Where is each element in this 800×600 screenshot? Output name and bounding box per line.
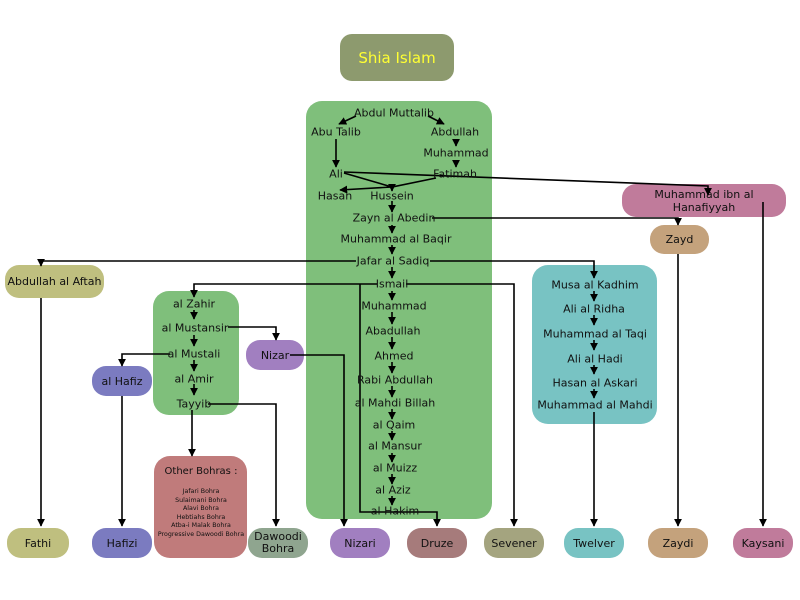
- node-fatimah: Fatimah: [433, 167, 477, 181]
- other-bohras-heading: Other Bohras :: [164, 466, 238, 477]
- edge-nizar-nizari: [290, 354, 348, 527]
- sect-hafizi: Hafizi: [92, 528, 152, 558]
- sect-fathi-label: Fathi: [24, 536, 52, 550]
- node-musa-al-kadhim: Musa al Kadhim: [551, 278, 639, 292]
- node-jafar-al-sadiq: Jafar al Sadiq: [356, 254, 430, 268]
- sect-zaydi: Zaydi: [648, 528, 708, 558]
- sect-zaydi-label: Zaydi: [662, 536, 694, 550]
- sect-hafizi-label: Hafizi: [106, 536, 138, 550]
- sect-twelver-label: Twelver: [573, 536, 615, 550]
- node-ahmed: Ahmed: [374, 349, 414, 363]
- sect-kaysani-label: Kaysani: [741, 536, 785, 550]
- edge-muttalib-abdullah: [427, 115, 445, 125]
- node-muhammad-al-taqi: Muhammad al Taqi: [543, 327, 647, 341]
- node-al-mansur: al Mansur: [368, 439, 422, 453]
- node-al-hakim: al Hakim: [370, 504, 420, 518]
- sect-druze: Druze: [407, 528, 467, 558]
- node-hasan-al-askari: Hasan al Askari: [552, 376, 638, 390]
- node-rabi-abdullah: Rabi Abdullah: [357, 373, 433, 387]
- other-bohras-list: Jafari Bohra Sulaimani Bohra Alavi Bohra…: [155, 488, 247, 540]
- sect-dawoodi-label-line2: Bohra: [261, 542, 295, 555]
- edge-ismail-sevener: [406, 283, 518, 527]
- node-al-amir: al Amir: [174, 372, 214, 386]
- edge-sadiq-kadhim: [430, 260, 598, 279]
- edge-ismail-zahir: [190, 283, 377, 298]
- node-hussein: Hussein: [370, 189, 414, 203]
- aftah-node: Abdullah al Aftah: [5, 265, 104, 298]
- sect-druze-label: Druze: [420, 536, 454, 550]
- node-abadullah: Abadullah: [365, 324, 421, 338]
- node-al-aziz: al Aziz: [375, 483, 411, 497]
- edge-to-hasan: [339, 185, 393, 194]
- sect-dawoodi-bohra: Dawoodi Bohra: [248, 528, 308, 558]
- central-lineage-box: [306, 101, 492, 519]
- sect-fathi: Fathi: [7, 528, 69, 558]
- sect-dawoodi-label-line1: Dawoodi: [254, 530, 302, 543]
- node-muhammad-2: Muhammad: [361, 299, 427, 313]
- node-ali: Ali: [329, 167, 343, 181]
- node-muhammad-al-baqir: Muhammad al Baqir: [340, 232, 452, 246]
- sect-sevener: Sevener: [484, 528, 544, 558]
- node-al-muizz: al Muizz: [372, 461, 418, 475]
- bohra-item: Sulaimani Bohra: [175, 496, 227, 504]
- aftah-label: Abdullah al Aftah: [7, 275, 102, 288]
- node-hasan: Hasan: [317, 189, 353, 203]
- diagram-title: Shia Islam: [358, 48, 436, 67]
- node-zayn-al-abedin: Zayn al Abedin: [352, 211, 436, 225]
- node-ali-al-hadi: Ali al Hadi: [567, 352, 623, 366]
- bohra-item: Hebtiahs Bohra: [176, 513, 226, 521]
- edge-muttalib-abutalib: [338, 115, 357, 125]
- edge-sadiq-aftah: [37, 258, 356, 267]
- other-bohras-box: [154, 456, 247, 558]
- nizar-label: Nizar: [260, 348, 290, 362]
- edge-mustansir-nizar: [228, 326, 280, 341]
- node-ali-al-ridha: Ali al Ridha: [563, 302, 625, 316]
- bohra-item: Atba-i Malak Bohra: [171, 522, 231, 530]
- node-tayyib: Tayyib: [176, 397, 212, 411]
- sect-kaysani: Kaysani: [733, 528, 793, 558]
- node-muhammad: Muhammad: [423, 146, 489, 160]
- node-al-zahir: al Zahir: [172, 297, 216, 311]
- node-al-mustansir: al Mustansir: [161, 321, 229, 335]
- node-abu-talib: Abu Talib: [311, 125, 361, 139]
- zayd-label: Zayd: [665, 233, 694, 246]
- node-al-mustali: al Mustali: [167, 347, 221, 361]
- zayd-node: Zayd: [650, 225, 709, 254]
- hafiz-node: al Hafiz: [92, 366, 152, 396]
- node-abdullah: Abdullah: [430, 125, 480, 139]
- bohra-item: Progressive Dawoodi Bohra: [157, 530, 245, 538]
- sect-twelver: Twelver: [564, 528, 624, 558]
- node-al-mahdi-billah: al Mahdi Billah: [354, 396, 436, 410]
- hanafiyyah-label: Muhammad ibn al Hanafiyyah: [654, 187, 754, 214]
- node-abdul-muttalib: Abdul Muttalib: [354, 106, 434, 120]
- node-ismail: Ismail: [375, 277, 409, 291]
- sect-nizari: Nizari: [330, 528, 390, 558]
- edge-ali-hanafiyyah: [343, 171, 712, 196]
- bohra-item: Alavi Bohra: [182, 505, 219, 513]
- edge-mustali-hafiz: [118, 353, 170, 367]
- node-muhammad-al-mahdi: Muhammad al Mahdi: [537, 398, 653, 412]
- node-al-qaim: al Qaim: [372, 418, 416, 432]
- title-box: Shia Islam: [340, 34, 454, 81]
- hafiz-label: al Hafiz: [101, 374, 143, 388]
- edge-hakim-druze: [359, 284, 441, 527]
- bohra-item: Jafari Bohra: [182, 488, 220, 495]
- sect-sevener-label: Sevener: [491, 536, 537, 550]
- sect-nizari-label: Nizari: [344, 536, 376, 550]
- hanafiyyah-node: Muhammad ibn al Hanafiyyah: [622, 184, 786, 217]
- edge-zayn-zayd: [432, 217, 682, 226]
- edge-tayyib-dawoodi: [208, 403, 280, 527]
